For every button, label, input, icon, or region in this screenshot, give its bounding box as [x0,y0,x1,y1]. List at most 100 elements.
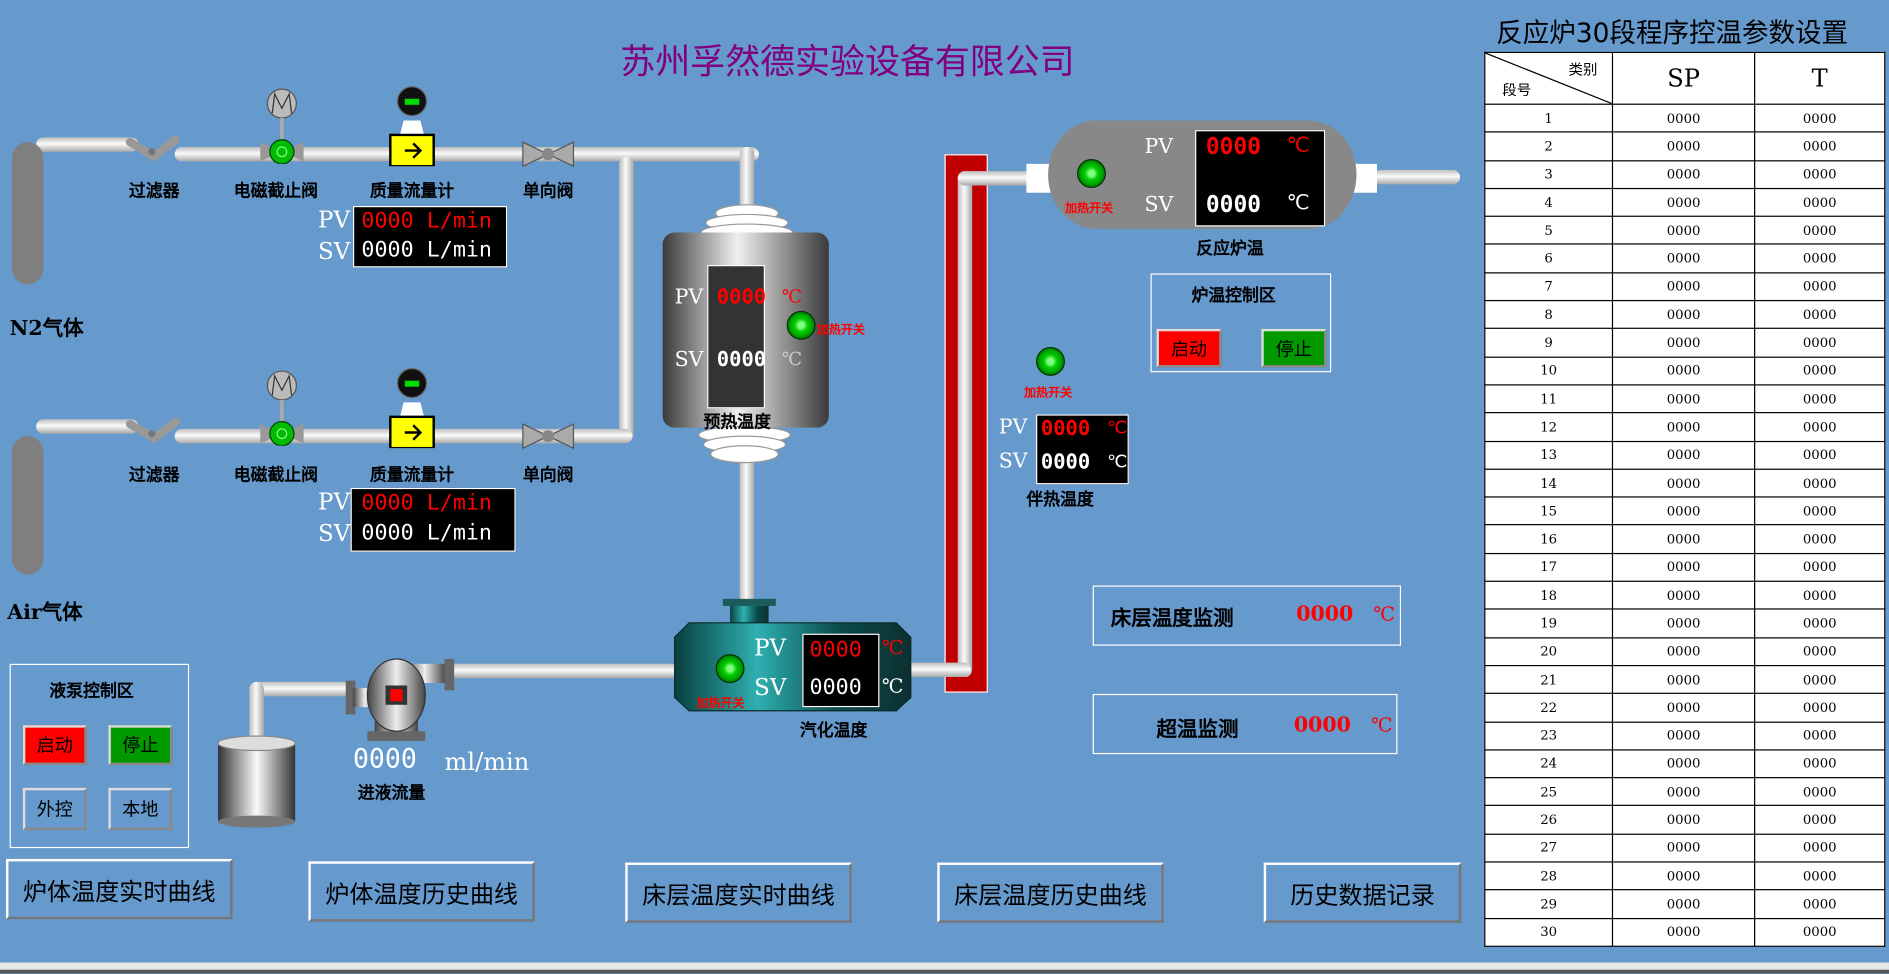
sp-cell[interactable]: 0000 [1611,805,1756,835]
furnace-start-button[interactable]: 启动 [1156,328,1222,368]
heat-switch-label[interactable]: 加热开关 [1064,202,1114,216]
sp-cell[interactable]: 0000 [1611,159,1756,190]
sp-cell[interactable]: 0000 [1611,833,1756,863]
bed-history-curve-button[interactable]: 床层温度历史曲线 [937,862,1164,923]
sp-cell[interactable]: 0000 [1611,384,1756,414]
t-cell[interactable]: 0000 [1754,384,1886,414]
heat-switch-light-icon[interactable] [1036,346,1065,376]
furnace-control-panel: 炉温控制区 启动 停止 [1150,273,1332,373]
t-cell[interactable]: 0000 [1754,524,1886,554]
t-cell[interactable]: 0000 [1754,159,1886,190]
t-cell[interactable]: 0000 [1754,608,1886,639]
bed-realtime-curve-button[interactable]: 床层温度实时曲线 [625,862,852,923]
column-header-sp: SP [1611,51,1756,105]
t-cell[interactable]: 0000 [1754,300,1886,330]
reactor-pv-value: 0000 [1205,133,1262,161]
segment-cell: 7 [1484,271,1614,302]
sp-cell[interactable]: 0000 [1611,917,1756,947]
furnace-realtime-curve-button[interactable]: 炉体温度实时曲线 [6,858,233,920]
segment-cell: 11 [1484,384,1614,414]
t-cell[interactable]: 0000 [1754,692,1886,723]
sp-cell[interactable]: 0000 [1611,187,1756,218]
t-cell[interactable]: 0000 [1754,580,1886,611]
sp-cell[interactable]: 0000 [1611,496,1756,526]
pv-label: PV [318,207,350,234]
t-cell[interactable]: 0000 [1754,356,1886,386]
furnace-stop-button[interactable]: 停止 [1261,328,1327,368]
tracing-pv-value: 0000 [1040,416,1091,441]
heat-switch-label[interactable]: 加热开关 [696,697,745,711]
sp-cell[interactable]: 0000 [1611,412,1756,442]
t-cell[interactable]: 0000 [1754,103,1886,133]
t-cell[interactable]: 0000 [1754,468,1886,498]
heat-switch-light-icon[interactable] [1077,159,1106,188]
t-cell[interactable]: 0000 [1754,861,1886,891]
segment-cell: 23 [1484,721,1614,751]
t-cell[interactable]: 0000 [1754,552,1886,582]
t-cell[interactable]: 0000 [1754,721,1886,751]
segment-cell: 20 [1484,636,1614,667]
t-cell[interactable]: 0000 [1754,636,1886,667]
t-cell[interactable]: 0000 [1754,664,1886,695]
pipe [174,146,759,162]
t-cell[interactable]: 0000 [1754,805,1886,835]
history-data-record-button[interactable]: 历史数据记录 [1263,862,1462,923]
sp-cell[interactable]: 0000 [1611,861,1756,891]
t-cell[interactable]: 0000 [1754,131,1886,161]
pump-stop-button[interactable]: 停止 [108,725,173,765]
sp-cell[interactable]: 0000 [1611,664,1756,695]
company-title: 苏州孚然德实验设备有限公司 [620,40,1075,82]
sp-cell[interactable]: 0000 [1611,524,1756,554]
external-control-button[interactable]: 外控 [22,787,87,831]
sp-cell[interactable]: 0000 [1611,103,1756,133]
solenoid-valve-icon[interactable] [255,369,308,447]
furnace-history-curve-button[interactable]: 炉体温度历史曲线 [308,861,535,922]
sp-cell[interactable]: 0000 [1611,243,1756,274]
t-cell[interactable]: 0000 [1754,440,1886,470]
t-cell[interactable]: 0000 [1754,749,1886,779]
sp-cell[interactable]: 0000 [1611,636,1756,667]
local-control-button[interactable]: 本地 [108,787,173,831]
sp-cell[interactable]: 0000 [1611,215,1756,246]
sp-cell[interactable]: 0000 [1611,552,1756,582]
sp-cell[interactable]: 0000 [1611,777,1756,807]
t-cell[interactable]: 0000 [1754,889,1886,919]
t-cell[interactable]: 0000 [1754,833,1886,863]
sp-cell[interactable]: 0000 [1611,300,1756,330]
pipe [957,171,1033,186]
t-cell[interactable]: 0000 [1754,187,1886,218]
sp-cell[interactable]: 0000 [1611,889,1756,919]
solenoid-valve-icon[interactable] [255,87,308,165]
sp-cell[interactable]: 0000 [1611,608,1756,639]
t-cell[interactable]: 0000 [1754,328,1886,358]
heat-switch-light-icon[interactable] [715,654,745,684]
sp-cell[interactable]: 0000 [1611,468,1756,498]
t-cell[interactable]: 0000 [1754,496,1886,526]
flow-meter-label: 质量流量计 [369,181,455,202]
sp-cell[interactable]: 0000 [1611,271,1756,302]
sp-cell[interactable]: 0000 [1611,580,1756,611]
heat-switch-label[interactable]: 加热开关 [816,324,865,338]
solenoid-valve-label: 电磁截止阀 [233,181,319,202]
heat-switch-light-icon[interactable] [786,310,816,340]
sp-cell[interactable]: 0000 [1611,131,1756,161]
pump-start-button[interactable]: 启动 [22,725,87,765]
sp-cell[interactable]: 0000 [1611,692,1756,723]
sp-cell[interactable]: 0000 [1611,440,1756,470]
t-cell[interactable]: 0000 [1754,243,1886,274]
t-cell[interactable]: 0000 [1754,215,1886,246]
t-cell[interactable]: 0000 [1754,412,1886,442]
sp-cell[interactable]: 0000 [1611,356,1756,386]
sp-cell[interactable]: 0000 [1611,721,1756,751]
t-cell[interactable]: 0000 [1754,917,1886,947]
t-cell[interactable]: 0000 [1754,777,1886,807]
t-cell[interactable]: 0000 [1754,271,1886,302]
sp-cell[interactable]: 0000 [1611,749,1756,779]
sp-cell[interactable]: 0000 [1611,328,1756,358]
heat-switch-label[interactable]: 加热开关 [1023,386,1073,400]
